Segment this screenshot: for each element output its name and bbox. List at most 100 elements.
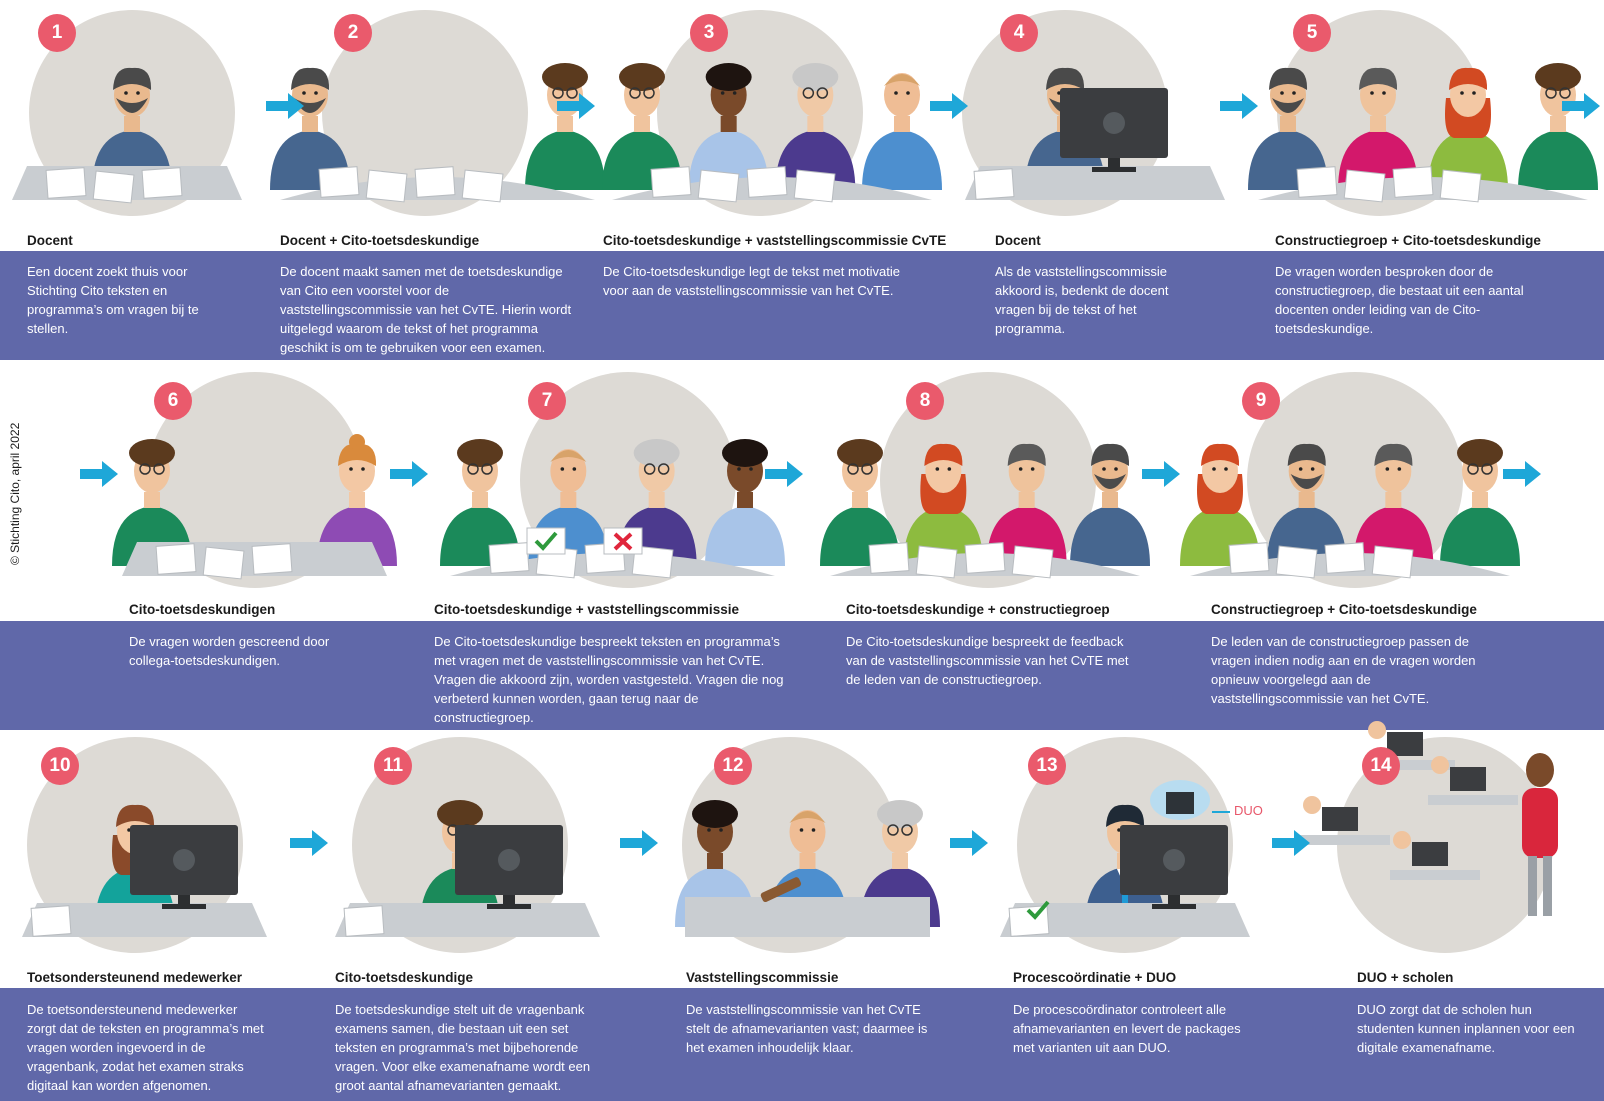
paper-sheet [141, 167, 183, 199]
cross-icon [613, 532, 633, 551]
flow-arrow-icon [1562, 93, 1600, 119]
paper-sheet [414, 166, 456, 198]
step-description: De toetsondersteunend medewerker zorgt d… [27, 1002, 264, 1093]
cloud-icon [1150, 780, 1210, 820]
person-figure-2 [525, 63, 605, 190]
bench [685, 897, 930, 937]
person-figure-2 [1338, 67, 1418, 190]
paper-sheet [1228, 542, 1270, 574]
paper-sheet [1011, 545, 1054, 579]
person-figure-1 [440, 439, 520, 566]
person-figure-1 [95, 804, 175, 927]
paper-sheet [202, 546, 245, 580]
flow-arrow-icon [557, 93, 595, 119]
paper-sheet [584, 542, 626, 574]
step-description: De leden van de constructiegroep passen … [1211, 634, 1476, 706]
flow-arrow-icon [1142, 461, 1180, 487]
person-figure-3 [1353, 443, 1434, 566]
step-number-badge: 13 [1028, 747, 1066, 785]
flow-arrow-icon [266, 93, 304, 119]
laptop-icon [1322, 807, 1358, 831]
step-number-badge: 11 [374, 747, 412, 785]
step-description: De Cito-toetsdeskundige bespreekt tekste… [434, 634, 784, 725]
person-figure-4 [1070, 443, 1150, 566]
person-figure-1 [602, 63, 682, 190]
person-figure-3 [775, 63, 856, 190]
person-figure-1 [1085, 804, 1165, 927]
meeting-table [1258, 177, 1588, 200]
person-figure-2 [1266, 443, 1347, 566]
desk [122, 542, 387, 576]
step-number-badge: 9 [1242, 382, 1280, 420]
checkmark-icon [534, 531, 558, 551]
copyright-note: © Stichting Cito, april 2022 [8, 422, 22, 565]
step-title: Cito-toetsdeskundige + vaststellingscomm… [603, 233, 947, 248]
laptop-icon [1412, 842, 1448, 866]
person-figure-3 [860, 800, 940, 927]
paper-sheet [251, 543, 293, 575]
person-figure-1 [270, 67, 350, 190]
step-number-badge: 14 [1362, 747, 1400, 785]
flow-arrow-icon [620, 830, 658, 856]
school-desk [1428, 795, 1518, 805]
step-title: Procescoördinatie + DUO [1013, 970, 1177, 985]
paper-sheet [1275, 545, 1318, 579]
person-figure-1 [112, 439, 192, 566]
computer-monitor-icon [455, 825, 563, 909]
step-description: De Cito-toetsdeskundige legt de tekst me… [603, 264, 900, 298]
step-description: De docent maakt samen met de toetsdeskun… [280, 264, 572, 355]
paper-sheet [30, 905, 72, 937]
step-number-badge: 7 [528, 382, 566, 420]
paper-sheet [793, 169, 836, 203]
person-figure-1 [92, 67, 172, 190]
flow-arrow-icon [1220, 93, 1258, 119]
step-description: Als de vaststellingscommissie akkoord is… [995, 264, 1169, 336]
student-head [1303, 796, 1321, 814]
paper-sheet [461, 169, 504, 203]
meeting-table [1190, 553, 1510, 576]
paper-sheet [746, 166, 788, 198]
paper-sheet [650, 166, 692, 198]
description-band-row-1 [0, 251, 1604, 360]
person-figure-3 [986, 443, 1067, 566]
laptop-icon [1450, 767, 1486, 791]
step-number-badge: 4 [1000, 14, 1038, 52]
paper-sheet [45, 167, 87, 199]
paper-sheet [1439, 169, 1482, 203]
step-title: Docent + Cito-toetsdeskundige [280, 233, 480, 248]
step-number-badge: 1 [38, 14, 76, 52]
step-number-badge: 12 [714, 747, 752, 785]
step-description: De vaststellingscommissie van het CvTE s… [686, 1002, 928, 1055]
desk [12, 166, 242, 200]
gavel-icon [760, 877, 802, 902]
flow-arrow-icon [950, 830, 988, 856]
person-figure-1 [420, 800, 500, 927]
background-circle [962, 10, 1168, 216]
step-description: DUO zorgt dat de scholen hun studenten k… [1357, 1002, 1575, 1055]
description-band-row-2 [0, 621, 1604, 730]
step-number-badge: 8 [906, 382, 944, 420]
step-title: Vaststellingscommissie [686, 970, 839, 985]
person-figure-2 [317, 434, 397, 566]
school-desk [1390, 870, 1480, 880]
paper-sheet [1324, 542, 1366, 574]
computer-monitor-icon [1060, 88, 1168, 172]
flow-arrow-icon [390, 461, 428, 487]
step-number-badge: 2 [334, 14, 372, 52]
flow-arrow-icon [930, 93, 968, 119]
flow-arrow-icon [290, 830, 328, 856]
desk [1000, 903, 1250, 937]
paper-sheet [697, 169, 740, 203]
meeting-table [450, 553, 775, 576]
paper-sheet [868, 542, 910, 574]
